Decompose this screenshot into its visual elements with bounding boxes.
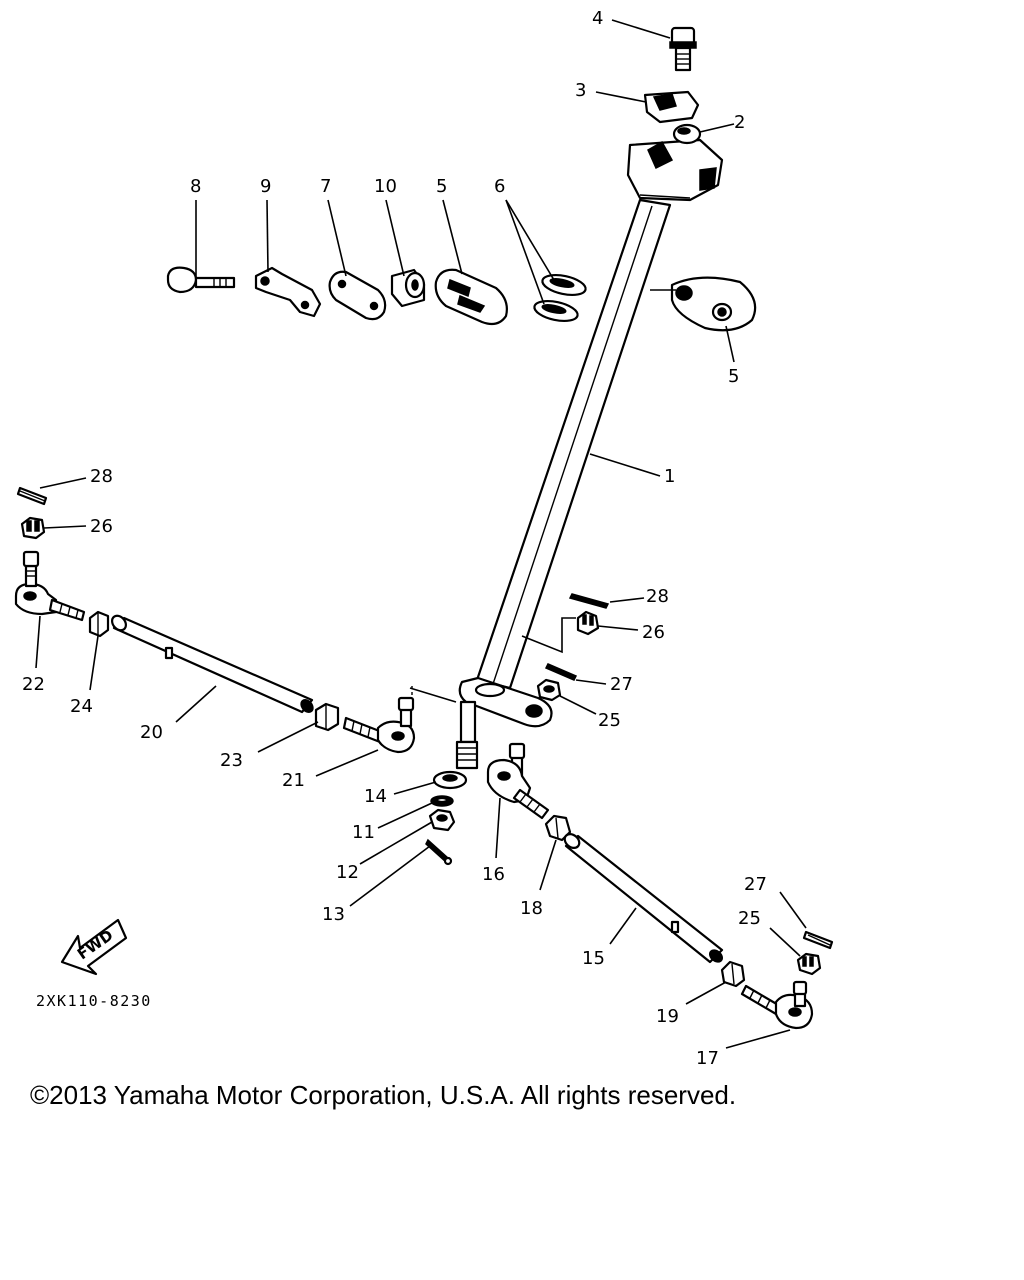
castle-nut-part-26-right [576, 610, 600, 636]
callout-26-left: 26 [90, 516, 113, 537]
callout-20: 20 [140, 722, 163, 743]
callout-27-right: 27 [744, 874, 767, 895]
copyright-notice: ©2013 Yamaha Motor Corporation, U.S.A. A… [30, 1080, 737, 1110]
tie-rod-part-20 [111, 614, 314, 714]
callout-27-mid: 27 [610, 674, 633, 695]
callout-21: 21 [282, 770, 305, 791]
bolt-part-8 [166, 266, 236, 294]
pitman-arm [458, 676, 553, 728]
callout-11: 11 [352, 822, 375, 843]
callout-25-right: 25 [738, 908, 761, 929]
tie-rod-end-part-21 [342, 696, 416, 754]
callout-16: 16 [482, 864, 505, 885]
callout-14: 14 [364, 786, 387, 807]
tie-rod-end-part-17 [740, 980, 814, 1030]
nut-part-24 [88, 610, 110, 638]
callout-3: 3 [575, 80, 586, 101]
callout-6: 6 [494, 176, 505, 197]
callout-17: 17 [696, 1048, 719, 1069]
callout-15: 15 [582, 948, 605, 969]
cotter-pin-part-28-left [16, 486, 48, 506]
washer-part-14 [432, 770, 468, 790]
cotter-pin-part-28-right [568, 593, 610, 609]
castle-nut-part-26-left [20, 516, 46, 540]
callout-10: 10 [374, 176, 397, 197]
lock-washer-part-11 [430, 795, 454, 807]
upper-column-holder [626, 138, 724, 202]
column-holder-part-5-left [434, 268, 508, 326]
callout-13: 13 [322, 904, 345, 925]
callout-28-left: 28 [90, 466, 113, 487]
upper-clamp-part-3 [643, 90, 700, 124]
steering-column-shaft [475, 198, 672, 690]
flange-bolt-part-4 [669, 26, 697, 72]
nut-part-18 [544, 814, 572, 842]
nut-part-12 [428, 808, 456, 832]
callout-5-right: 5 [728, 366, 739, 387]
cotter-pin-part-27-right [802, 930, 834, 950]
callout-23: 23 [220, 750, 243, 771]
callout-5-left: 5 [436, 176, 447, 197]
tie-rod-part-15 [563, 833, 724, 964]
drawing-code: 2XK110-8230 [36, 992, 152, 1010]
tie-rod-end-part-22 [14, 550, 86, 622]
steering-parts-diagram: FWD [14, 8, 834, 1069]
column-holder-part-5-right [670, 276, 757, 332]
leader-lines [35, 19, 807, 1049]
callout-18: 18 [520, 898, 543, 919]
callout-22: 22 [22, 674, 45, 695]
nut-part-25-mid [536, 678, 562, 702]
callout-12: 12 [336, 862, 359, 883]
callout-1: 1 [664, 466, 675, 487]
column-lower-thread [455, 700, 479, 770]
callout-9: 9 [260, 176, 271, 197]
plate-part-7 [328, 270, 387, 321]
collar-part-10 [390, 268, 426, 308]
callout-25-mid: 25 [598, 710, 621, 731]
nut-part-23 [314, 702, 340, 732]
callout-26-right: 26 [642, 622, 665, 643]
bushing-part-2 [672, 123, 702, 145]
stay-part-9 [254, 266, 322, 318]
nut-part-19 [720, 960, 746, 988]
fwd-arrow-icon: FWD [60, 918, 128, 976]
callout-8: 8 [190, 176, 201, 197]
cotter-pin-part-27-mid [544, 663, 578, 681]
callout-24: 24 [70, 696, 93, 717]
callout-2: 2 [734, 112, 745, 133]
callout-labels: 4 3 2 8 9 7 10 5 6 5 1 28 26 22 24 20 23… [22, 8, 767, 1069]
castle-nut-part-25-right [796, 952, 822, 976]
tie-rod-end-part-16 [486, 742, 550, 820]
callout-7: 7 [320, 176, 331, 197]
callout-28-right: 28 [646, 586, 669, 607]
callout-19: 19 [656, 1006, 679, 1027]
bushings-part-6 [533, 273, 587, 323]
callout-4: 4 [592, 8, 603, 29]
cotter-pin-part-13 [425, 838, 453, 866]
